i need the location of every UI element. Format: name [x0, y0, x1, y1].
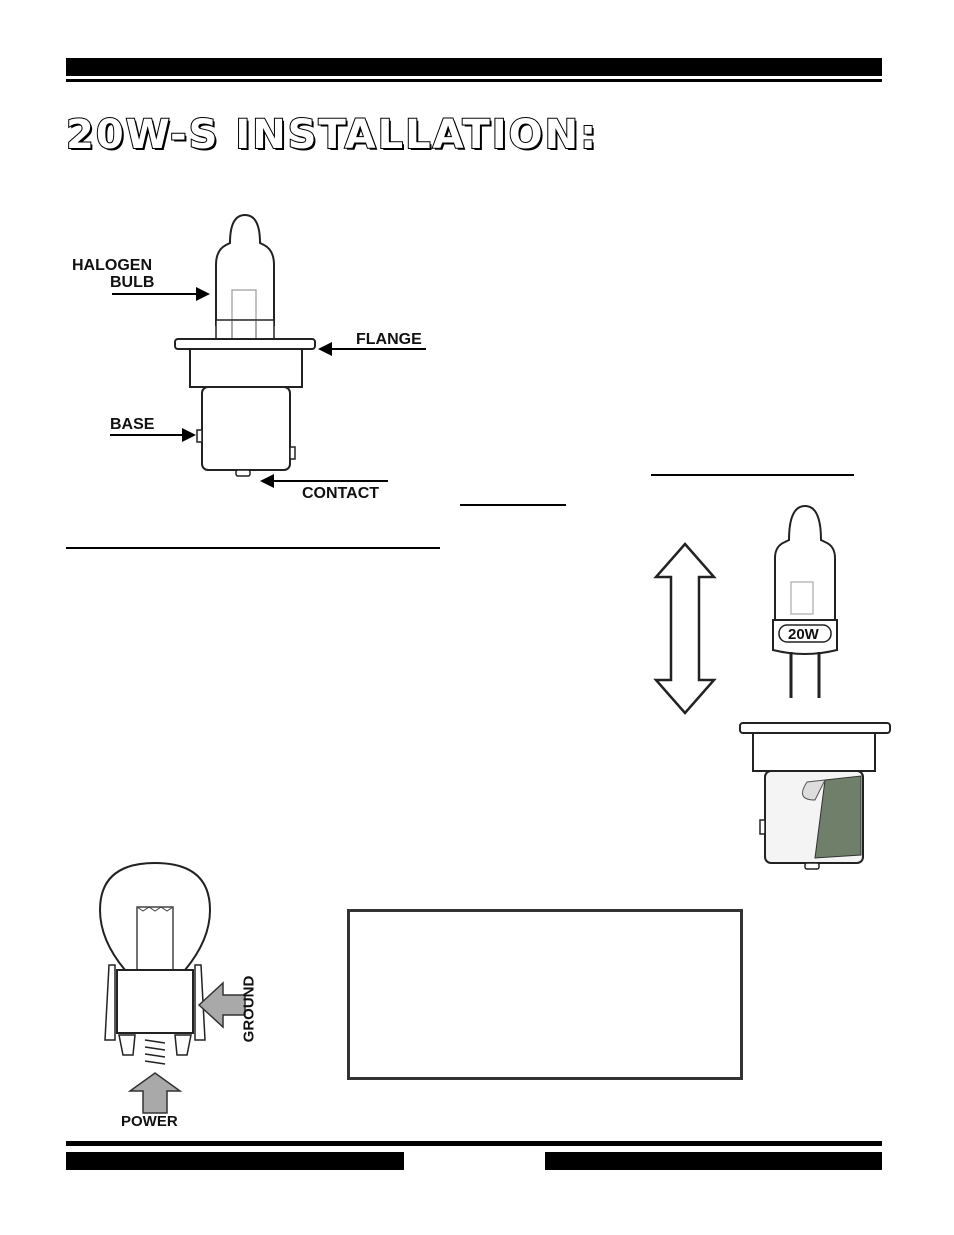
- notice-box: [347, 909, 743, 1080]
- label-contact: CONTACT: [302, 485, 380, 502]
- double-arrow-icon: [653, 542, 717, 715]
- footer-bar-right: [545, 1152, 882, 1170]
- label-ground: GROUND: [240, 975, 258, 1043]
- underline-rule: [651, 474, 854, 476]
- header-bar: [66, 58, 882, 76]
- socket-diagram: [98, 861, 246, 1114]
- label-halogen: HALOGEN: [72, 257, 152, 274]
- wattage-label: 20W: [788, 626, 819, 643]
- label-flange: FLANGE: [356, 331, 422, 348]
- label-base: BASE: [110, 416, 155, 433]
- header-rule: [66, 79, 882, 82]
- page-title: 20W-S INSTALLATION:: [65, 111, 599, 159]
- bulb-diagram: [110, 213, 426, 488]
- footer-bar-left: [66, 1152, 404, 1170]
- underline-rule: [460, 504, 566, 506]
- footer-rule: [66, 1141, 882, 1146]
- label-power: POWER: [121, 1113, 178, 1130]
- replacement-bulb-diagram: [739, 504, 891, 870]
- label-bulb: BULB: [110, 274, 155, 291]
- underline-rule: [66, 547, 440, 549]
